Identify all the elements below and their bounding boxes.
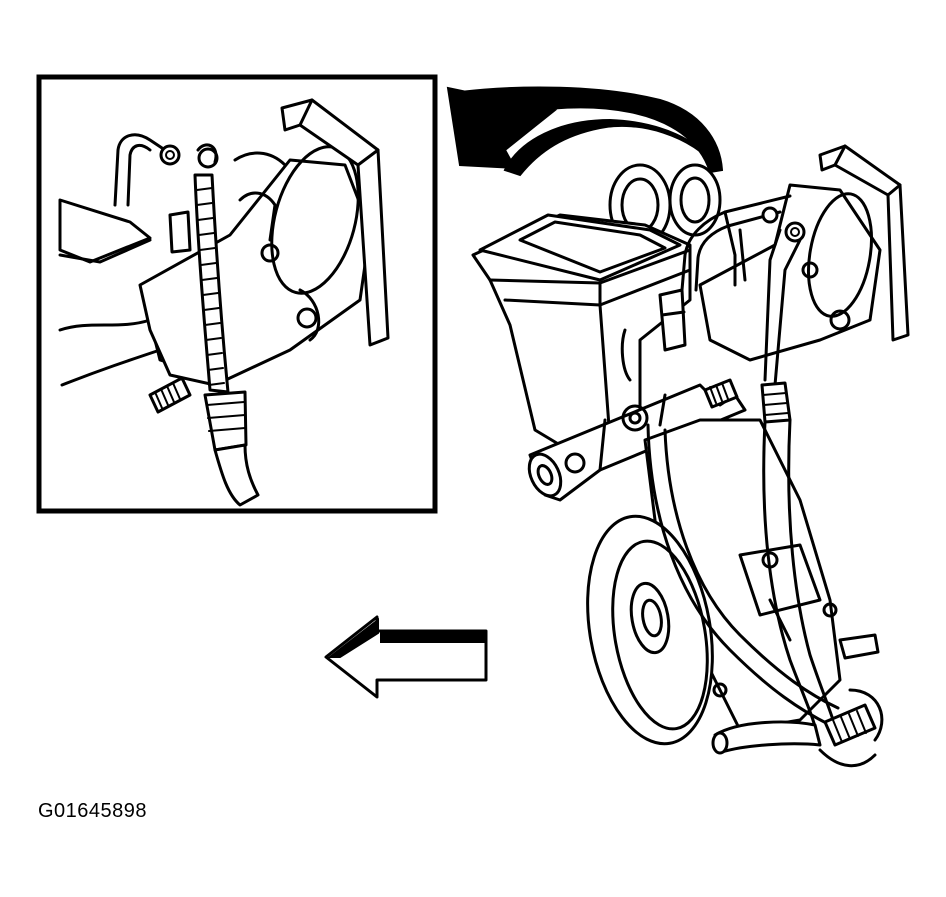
curved-arrow-to-inset [446, 86, 724, 177]
inset-steel-line [113, 133, 167, 207]
threaded-stud [703, 378, 739, 409]
mount-bracket [818, 144, 910, 342]
inset-pump-body [138, 158, 372, 387]
inset-threaded-stud [148, 376, 192, 414]
inset-frame-plate [58, 198, 152, 264]
fluid-reservoir [471, 213, 692, 447]
drive-pulley [586, 514, 714, 746]
figure-id-label: G01645898 [38, 800, 148, 822]
detail-inset [36, 74, 438, 514]
reservoir-outlet [658, 288, 687, 352]
pressure-hose [646, 423, 840, 727]
bottom-hose-end [711, 602, 884, 768]
inset-fitting-upper [159, 143, 219, 169]
direction-arrow-left [324, 615, 488, 699]
pump-assembly [471, 144, 910, 768]
steel-lines [680, 194, 806, 387]
pump-body [698, 183, 882, 362]
manifold-tube [527, 378, 747, 502]
inset-return-hose [193, 173, 260, 507]
